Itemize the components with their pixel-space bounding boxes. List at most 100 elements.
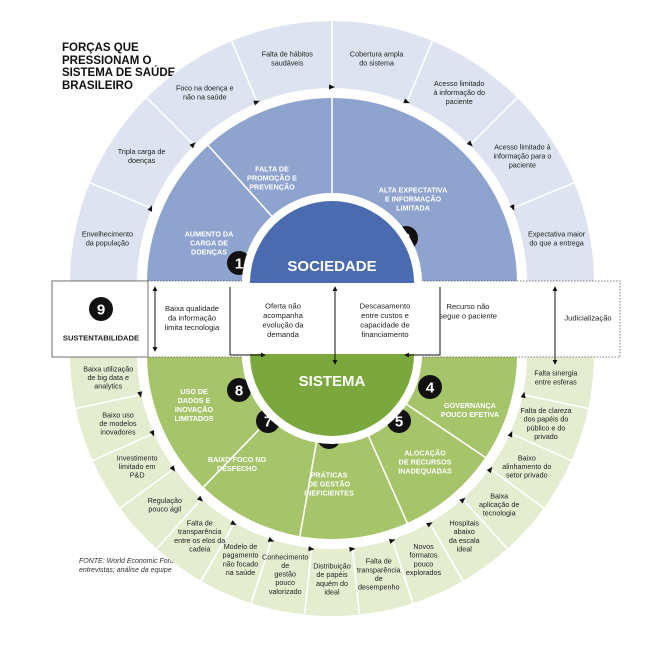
bottom-outer-separator [428,522,464,582]
bottom-outer-separator [489,467,545,509]
bottom-outer-separator [250,539,273,604]
connector-elbow-left [229,287,266,358]
top-inner-separator [207,144,273,217]
ring-pointer [388,538,396,544]
top-hub-cap [250,201,414,283]
source-note: FONTE: World Economic Forum; entrevistas… [79,558,182,574]
top-inner-1-number: 1 [235,256,243,273]
bottom-hub-cap [250,354,414,436]
bottom-outer-separator [200,522,236,582]
ring-pointer [520,391,526,399]
bottom-outer-separator [303,547,313,615]
ring-pointer [426,522,433,528]
hub-label-sistema-top: SISTEMA [299,373,366,390]
top-outer-separator [146,97,195,146]
bottom-inner-4-circle [418,375,442,399]
ring-pointer [137,391,143,398]
bottom-outer-separator [75,393,142,410]
ring-pointer [196,495,204,502]
bottom-inner-8-number: 8 [235,383,243,400]
ring-pointer [230,520,237,526]
bottom-outer-separator [92,432,155,462]
bottom-inner-separator [202,418,271,488]
bottom-inner-separator [299,442,318,537]
ring-pointer [253,100,260,106]
bottom-outer-separator [391,539,414,604]
bottom-outer-separator [351,547,361,615]
bottom-inner-separator [406,403,486,459]
ring-pointer [466,140,473,147]
band-9-number: 9 [97,302,105,319]
diagram-title: FORÇAS QUE PRESSIONAM O SISTEMA DE SAÚDE… [62,42,176,92]
bottom-inner-7-number: 7 [264,414,272,431]
bottom-inner-8-circle [227,378,251,402]
ring-pointer [507,430,513,438]
ring-pointer [189,142,196,149]
bottom-outer-separator [461,498,508,550]
bottom-inner-separator [367,435,408,524]
bottom-inner-5-number: 5 [395,414,403,431]
bottom-outer-separator [509,432,572,462]
ring-pointer [267,537,275,542]
bottom-outer-separator [522,393,589,410]
ring-pointer [349,546,356,552]
ring-pointer [147,205,153,212]
ring-pointer [149,429,155,437]
top-outer-separator [469,97,518,146]
hub-label-sociedade-top: SOCIEDADE [287,258,376,275]
connector-elbow-right [404,287,441,358]
ring-pointer [308,546,315,552]
ring-pointer [403,98,410,104]
ring-pointer [486,466,493,474]
top-outer-separator [230,40,259,104]
band-9-circle [89,297,113,321]
top-outer-separator [405,40,434,104]
ring-pointer [329,84,335,90]
top-outer-separator [89,181,153,210]
ring-pointer [509,204,515,211]
bottom-outer-separator [119,467,175,509]
band-label: Judicialização [564,314,611,323]
bottom-outer-separator [156,498,203,550]
top-outer-separator [511,181,575,210]
bottom-inner-4-number: 4 [426,380,435,397]
ring-pointer [169,465,176,472]
ring-pointer [459,497,466,504]
band-label-sustentabilidade: SUSTENTABILIDADE [63,334,139,343]
